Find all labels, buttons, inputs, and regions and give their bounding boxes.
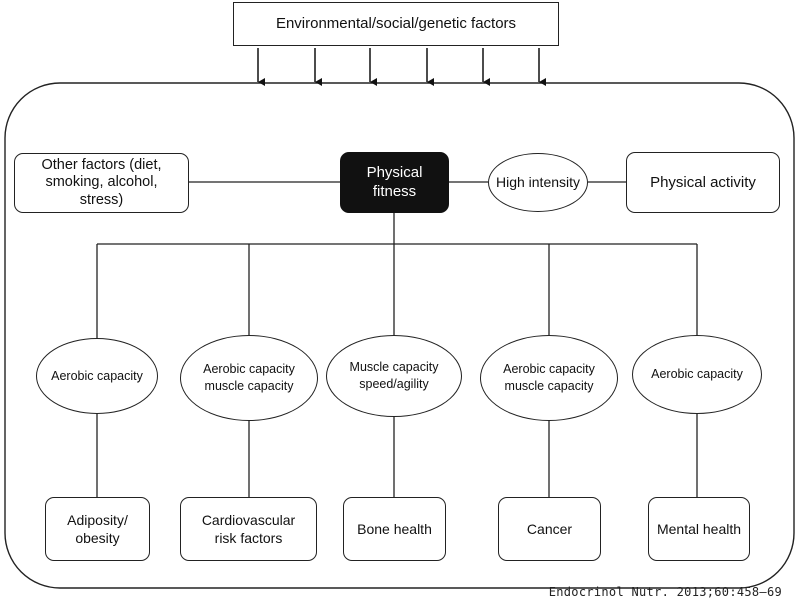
outcome-cardiovascular-box: Cardiovascular risk factors [180, 497, 317, 561]
outcome-adiposity-box: Adiposity/ obesity [45, 497, 150, 561]
high-intensity-ellipse: High intensity [488, 153, 588, 212]
capacity-ellipse-2: Aerobic capacity muscle capacity [180, 335, 318, 421]
environmental-factors-box: Environmental/social/genetic factors [233, 2, 559, 46]
main-container [4, 82, 795, 589]
physical-activity-box: Physical activity [626, 152, 780, 213]
capacity-ellipse-1: Aerobic capacity [36, 338, 158, 414]
capacity-ellipse-4: Aerobic capacity muscle capacity [480, 335, 618, 421]
outcome-mental-health-box: Mental health [648, 497, 750, 561]
citation-text: Endocrinol Nutr. 2013;60:458–69 [548, 585, 782, 599]
physical-fitness-box: Physical fitness [340, 152, 449, 213]
outcome-cancer-box: Cancer [498, 497, 601, 561]
capacity-ellipse-5: Aerobic capacity [632, 335, 762, 414]
other-factors-box: Other factors (diet, smoking, alcohol, s… [14, 153, 189, 213]
capacity-ellipse-3: Muscle capacity speed/agility [326, 335, 462, 417]
outcome-bone-health-box: Bone health [343, 497, 446, 561]
